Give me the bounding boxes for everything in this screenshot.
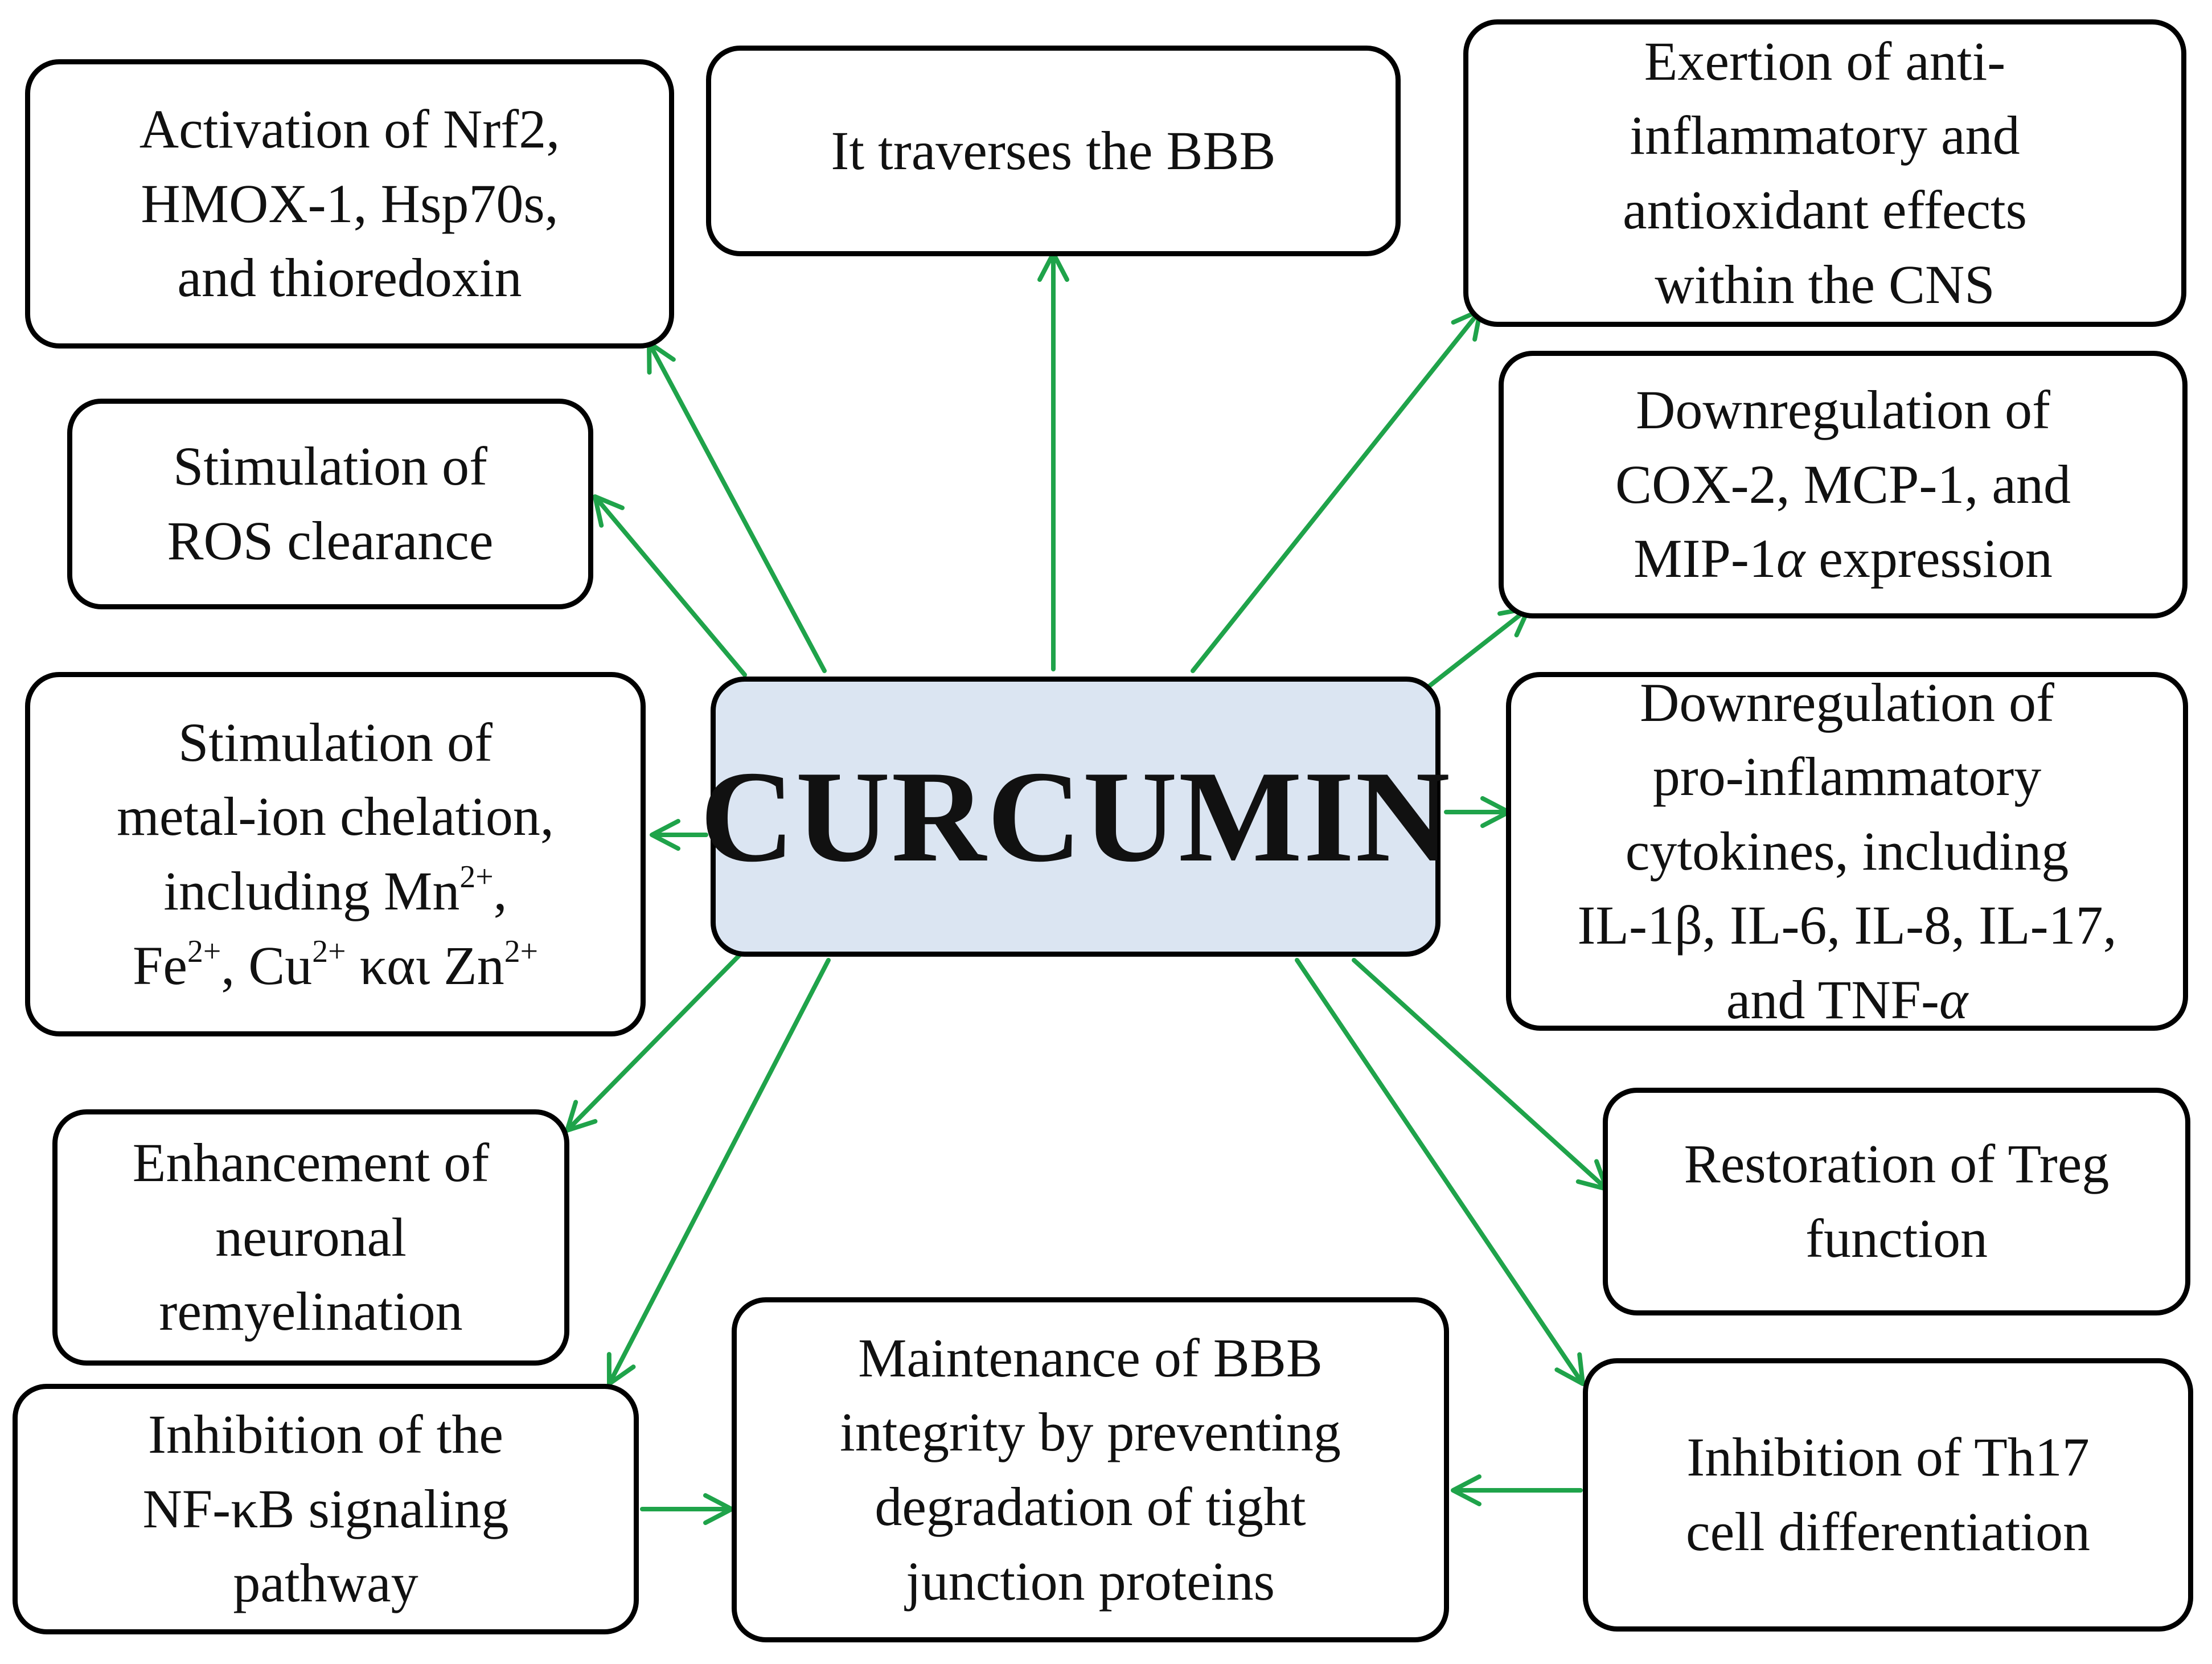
antiinflam-line1: Exertion of anti-: [1644, 30, 2006, 92]
remyelination-line2: neuronal: [215, 1206, 407, 1268]
metal-cu: , Cu: [221, 935, 313, 996]
arrow-to-ros-shaft: [594, 496, 747, 677]
cytokines-line5-prefix: and TNF-: [1726, 969, 1939, 1030]
cu-charge: 2+: [312, 933, 346, 969]
box-metal-ion-chelation: Stimulation of metal-ion chelation, incl…: [25, 672, 646, 1036]
arrow-to-ros-head: [593, 494, 625, 528]
box-antiinflammatory-effects: Exertion of anti- inflammatory and antio…: [1463, 19, 2186, 327]
antiinflam-line3: antioxidant effects: [1623, 179, 2027, 240]
integrity-line2: integrity by preventing: [840, 1401, 1341, 1463]
arrow-to-cox2-shaft: [1427, 607, 1529, 688]
box-ros-text: Stimulation of ROS clearance: [167, 429, 493, 578]
fe-charge: 2+: [187, 933, 221, 969]
box-ros-clearance: Stimulation of ROS clearance: [67, 399, 593, 609]
integrity-line1: Maintenance of BBB: [858, 1327, 1323, 1388]
ros-line2: ROS clearance: [167, 510, 494, 571]
treg-line2: function: [1805, 1208, 1988, 1269]
nrf2-line2: HMOX-1, Hsp70s,: [141, 173, 559, 234]
box-th17-text: Inhibition of Th17 cell differentiation: [1686, 1420, 2090, 1569]
antiinflam-line2: inflammatory and: [1630, 105, 2020, 166]
arrow-to-nrf2: [647, 341, 827, 673]
arrow-to-antiinflam-shaft: [1191, 310, 1481, 673]
cytokines-line2: pro-inflammatory: [1652, 746, 2042, 808]
nfkb-line1: Inhibition of the: [148, 1404, 503, 1465]
metal-line1: Stimulation of: [178, 711, 493, 773]
metal-line3-prefix: including Mn: [163, 860, 460, 921]
metal-line3-suffix: ,: [493, 860, 507, 921]
cytokines-alpha: α: [1939, 969, 1968, 1030]
curcumin-center-node: CURCUMIN: [700, 677, 1450, 957]
nrf2-line1: Activation of Nrf2,: [139, 99, 560, 160]
box-nrf2-text: Activation of Nrf2, HMOX-1, Hsp70s, and …: [139, 92, 560, 315]
nfkb-line3: pathway: [233, 1552, 418, 1614]
arrow-nfkb-to-integrity: [640, 1493, 734, 1525]
nrf2-line3: and thioredoxin: [177, 247, 522, 309]
arrow-to-remyelination: [565, 952, 742, 1133]
th17-line1: Inhibition of Th17: [1686, 1427, 2090, 1488]
arrow-to-metal: [650, 819, 708, 851]
arrow-to-th17-shaft: [1295, 958, 1584, 1384]
arrow-to-cytokines: [1444, 796, 1511, 828]
cox2-alpha: α: [1776, 528, 1805, 589]
remyelination-line1: Enhancement of: [132, 1132, 490, 1194]
arrow-to-ros: [593, 494, 747, 677]
integrity-line3: degradation of tight: [875, 1476, 1306, 1537]
arrow-to-nrf2-shaft: [647, 342, 827, 673]
cytokines-line3: cytokines, including: [1625, 820, 2069, 882]
metal-kai-zn: και Zn: [346, 935, 504, 996]
arrow-to-cox2: [1427, 606, 1531, 688]
box-cox2-downregulation: Downregulation of COX-2, MCP-1, and MIP-…: [1499, 351, 2188, 618]
cytokines-line4: IL-1β, IL-6, IL-8, IL-17,: [1577, 895, 2117, 956]
integrity-line4: junction proteins: [906, 1550, 1275, 1612]
box-integrity-text: Maintenance of BBB integrity by preventi…: [840, 1321, 1341, 1618]
box-nfkb-text: Inhibition of the NF-κB signaling pathwa…: [142, 1397, 508, 1621]
box-remyelination-text: Enhancement of neuronal remyelination: [133, 1126, 489, 1349]
box-cytokine-downregulation: Downregulation of pro-inflammatory cytok…: [1506, 672, 2188, 1031]
curcumin-label: CURCUMIN: [700, 744, 1451, 889]
metal-line2: metal-ion chelation,: [117, 786, 554, 847]
treg-line1: Restoration of Treg: [1684, 1133, 2110, 1195]
zn-charge: 2+: [504, 933, 539, 969]
antiinflam-line4: within the CNS: [1655, 253, 1995, 315]
mn-charge: 2+: [459, 859, 494, 895]
bbb-line1: It traverses the BBB: [831, 120, 1276, 181]
box-nfkb-inhibition: Inhibition of the NF-κB signaling pathwa…: [13, 1384, 639, 1634]
box-treg-restoration: Restoration of Treg function: [1603, 1088, 2190, 1315]
arrow-to-th17: [1295, 958, 1585, 1386]
cytokines-line1: Downregulation of: [1640, 671, 2054, 733]
arrow-to-th17-head: [1554, 1352, 1585, 1386]
ros-line1: Stimulation of: [173, 436, 487, 497]
cox2-line2: COX-2, MCP-1, and: [1615, 453, 2071, 515]
box-cox2-text: Downregulation of COX-2, MCP-1, and MIP-…: [1615, 373, 2071, 596]
arrow-to-antiinflam: [1191, 308, 1483, 673]
metal-fe: Fe: [132, 935, 187, 996]
box-nrf2-activation: Activation of Nrf2, HMOX-1, Hsp70s, and …: [25, 59, 674, 349]
box-antiinflam-text: Exertion of anti- inflammatory and antio…: [1623, 24, 2027, 322]
arrow-th17-to-integrity-head: [1451, 1474, 1481, 1506]
nfkb-line2: NF-κB signaling: [142, 1478, 509, 1539]
arrow-to-bbb: [1037, 251, 1069, 671]
box-traverses-bbb: It traverses the BBB: [706, 46, 1401, 256]
cox2-line3-suffix: expression: [1805, 528, 2053, 589]
box-neuronal-remyelination: Enhancement of neuronal remyelination: [52, 1109, 569, 1366]
arrow-to-nfkb-shaft: [608, 958, 831, 1384]
arrow-to-treg-shaft: [1352, 958, 1608, 1190]
th17-line2: cell differentiation: [1686, 1501, 2090, 1562]
box-th17-inhibition: Inhibition of Th17 cell differentiation: [1583, 1358, 2193, 1632]
box-metal-text: Stimulation of metal-ion chelation, incl…: [117, 706, 554, 1003]
box-cytokines-text: Downregulation of pro-inflammatory cytok…: [1577, 666, 2116, 1038]
remyelination-line3: remyelination: [159, 1281, 463, 1342]
arrow-to-metal-head: [650, 819, 680, 851]
box-bbb-integrity: Maintenance of BBB integrity by preventi…: [732, 1297, 1449, 1642]
arrow-th17-to-integrity: [1451, 1474, 1583, 1506]
box-treg-text: Restoration of Treg function: [1684, 1127, 2110, 1276]
cox2-line1: Downregulation of: [1636, 379, 2050, 441]
arrow-to-remyelination-shaft: [566, 952, 742, 1132]
arrow-to-remyelination-head: [565, 1100, 598, 1133]
cox2-line3-prefix: MIP-1: [1634, 528, 1776, 589]
